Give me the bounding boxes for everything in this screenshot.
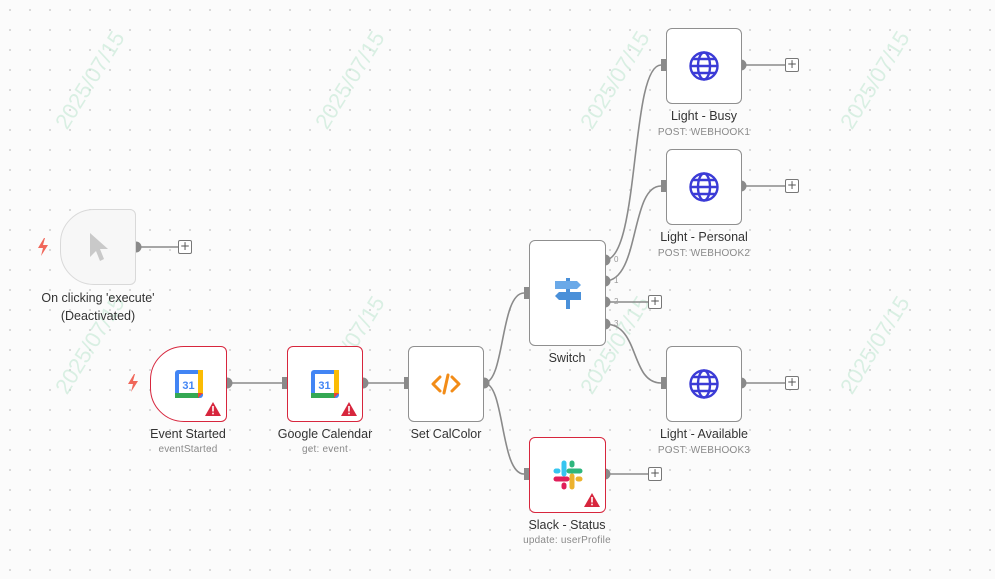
node-subtitle: POST: WEBHOOK3: [657, 445, 751, 456]
switch-output-index: 3: [614, 319, 619, 328]
add-node-button[interactable]: +: [785, 57, 799, 72]
node-title: Light - Busy: [670, 109, 737, 123]
add-node-button[interactable]: +: [648, 466, 662, 481]
node-switch[interactable]: [529, 240, 606, 346]
switch-output-index: 1: [614, 276, 619, 285]
node-title: On clicking 'execute': [41, 291, 155, 305]
node-title: Google Calendar: [277, 427, 373, 441]
switch-output-index: 2: [614, 297, 619, 306]
add-node-button[interactable]: +: [785, 375, 799, 390]
connection-line[interactable]: [604, 64, 662, 261]
node-light-personal[interactable]: [666, 149, 742, 225]
node-manual-trigger[interactable]: [60, 209, 136, 285]
connection-line[interactable]: [483, 292, 525, 384]
connection-line[interactable]: [604, 323, 662, 384]
node-title: Slack - Status: [528, 518, 606, 532]
node-slack-status[interactable]: [529, 437, 606, 513]
node-light-busy[interactable]: [666, 28, 742, 104]
signpost-icon: [554, 278, 581, 309]
input-handle[interactable]: [404, 377, 410, 389]
google-calendar-icon: 31: [311, 370, 339, 398]
connection-line[interactable]: [604, 185, 662, 282]
node-title: Switch: [548, 351, 586, 365]
node-subtitle: update: userProfile: [523, 535, 611, 546]
node-title: Light - Personal: [660, 230, 748, 244]
input-handle[interactable]: [524, 287, 530, 299]
add-node-button[interactable]: +: [785, 178, 799, 193]
globe-icon: [689, 51, 719, 81]
node-event-started[interactable]: 31: [150, 346, 227, 422]
node-subtitle: get: event: [302, 444, 348, 455]
connection-line[interactable]: [483, 382, 525, 475]
input-handle[interactable]: [661, 59, 667, 71]
node-subtitle: eventStarted: [158, 444, 218, 455]
node-subtitle: (Deactivated): [60, 309, 136, 323]
warning-icon: [584, 493, 600, 507]
add-node-button[interactable]: +: [178, 239, 192, 254]
google-calendar-icon: 31: [174, 370, 203, 398]
cursor-icon: [90, 233, 108, 261]
svg-text:31: 31: [182, 380, 194, 392]
input-handle[interactable]: [282, 377, 288, 389]
input-handle[interactable]: [661, 180, 667, 192]
switch-output-index: 0: [614, 255, 619, 264]
lightning-bolt-icon: [38, 238, 48, 256]
node-title: Set CalColor: [410, 427, 482, 441]
node-set-calcolor[interactable]: [408, 346, 484, 422]
input-handle[interactable]: [661, 377, 667, 389]
node-subtitle: POST: WEBHOOK2: [657, 248, 751, 259]
node-title: Event Started: [150, 427, 226, 441]
warning-icon: [341, 402, 357, 416]
node-light-available[interactable]: [666, 346, 742, 422]
warning-icon: [205, 402, 221, 416]
svg-text:31: 31: [318, 380, 330, 392]
globe-icon: [689, 172, 719, 202]
node-subtitle: POST: WEBHOOK1: [657, 127, 751, 138]
node-google-calendar[interactable]: 31: [287, 346, 363, 422]
node-title: Light - Available: [659, 427, 749, 441]
slack-icon: [553, 460, 582, 490]
globe-icon: [689, 369, 719, 399]
add-node-button[interactable]: +: [648, 294, 662, 309]
code-icon: [431, 373, 461, 395]
lightning-bolt-icon: [128, 374, 138, 392]
input-handle[interactable]: [524, 468, 530, 480]
